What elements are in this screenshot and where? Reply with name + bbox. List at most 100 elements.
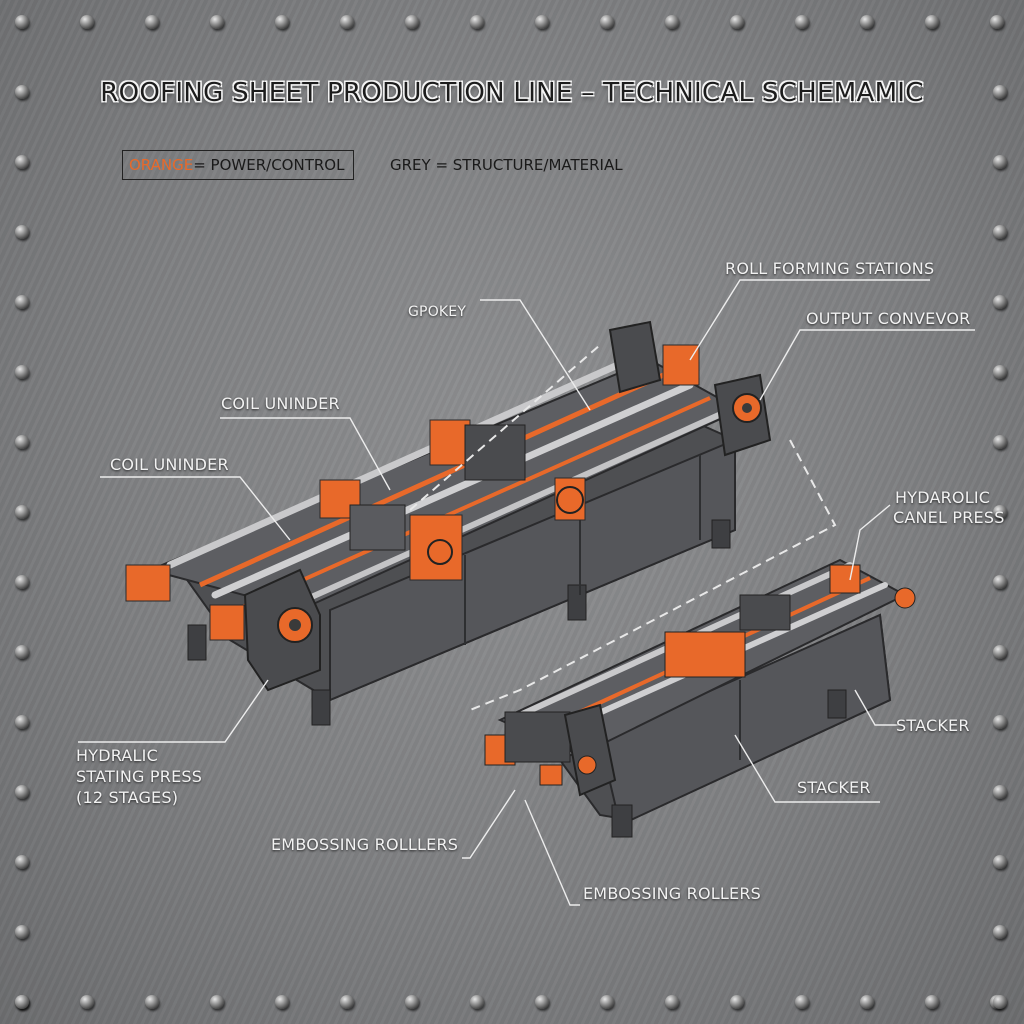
control-block [662, 344, 700, 386]
rivet [275, 15, 289, 29]
rivet [925, 15, 939, 29]
end-stand-top [608, 320, 662, 394]
drive-housing [464, 424, 526, 481]
rivet [993, 575, 1007, 589]
rivet [993, 505, 1007, 519]
rivet [80, 15, 94, 29]
rivet [535, 15, 549, 29]
rivet [15, 785, 29, 799]
main-leg [187, 624, 207, 661]
rivet [80, 995, 94, 1009]
rivet [15, 575, 29, 589]
legend-power-control: ORANGE = POWER/CONTROL [122, 150, 354, 180]
secondary-machine [484, 558, 916, 838]
legend-structure: GREY = STRUCTURE/MATERIAL [390, 156, 623, 174]
rivet [993, 715, 1007, 729]
rivet [15, 855, 29, 869]
flow-path [469, 439, 837, 711]
label-hydraulic-stating-line1: HYDRALIC [76, 746, 158, 765]
rivet [340, 15, 354, 29]
label-stacker-lower: STACKER [797, 778, 871, 797]
rivet [860, 995, 874, 1009]
rivet [665, 15, 679, 29]
main-shaft [166, 351, 644, 569]
legend-orange-text: = POWER/CONTROL [193, 156, 345, 174]
power-line [198, 369, 672, 588]
flow-path [409, 344, 601, 511]
rivet [470, 995, 484, 1009]
rivet [795, 995, 809, 1009]
rivet [15, 995, 29, 1009]
rivet [993, 925, 1007, 939]
rivet [15, 715, 29, 729]
rivet [925, 995, 939, 1009]
rivet [15, 295, 29, 309]
rivet [145, 15, 159, 29]
rivet [470, 15, 484, 29]
rivet [990, 15, 1004, 29]
label-stacker-upper: STACKER [896, 716, 970, 735]
drive-housing [349, 504, 406, 551]
rivet [15, 925, 29, 939]
rivet [15, 505, 29, 519]
drive-housing [739, 594, 791, 631]
rivet [340, 995, 354, 1009]
control-block [539, 764, 563, 786]
main-frame-front [329, 438, 736, 702]
drive-housing [504, 711, 571, 763]
legend-orange-word: ORANGE [129, 156, 194, 174]
control-block [664, 631, 746, 678]
rivet [145, 995, 159, 1009]
label-coil-uninder-upper: COIL UNINDER [221, 394, 340, 413]
rivet [15, 645, 29, 659]
label-hydraulic-canel-line2: CANEL PRESS [893, 508, 1005, 527]
rivet [730, 995, 744, 1009]
label-gpokey: GPOKEY [408, 304, 467, 320]
leader-lines [78, 279, 975, 906]
rivet [730, 15, 744, 29]
label-embossing-rollers-right: EMBOSSING ROLLERS [583, 884, 762, 903]
rivet [535, 995, 549, 1009]
main-shaft [257, 407, 733, 623]
rivet [993, 365, 1007, 379]
rivet [993, 435, 1007, 449]
label-hydraulic-stating-line3: (12 STAGES) [76, 788, 179, 807]
rivet [15, 225, 29, 239]
rivet [15, 15, 29, 29]
bearing-mid [427, 539, 453, 565]
rivet [795, 15, 809, 29]
rivet [993, 295, 1007, 309]
label-embossing-rollers-left: EMBOSSING ROLLLERS [271, 835, 459, 854]
rivet [665, 995, 679, 1009]
rivet [993, 155, 1007, 169]
rivet [993, 225, 1007, 239]
rivet [405, 15, 419, 29]
main-leg [711, 519, 731, 549]
main-leg [311, 689, 331, 726]
rivet [600, 995, 614, 1009]
control-block [125, 564, 171, 602]
main-machine [125, 320, 772, 726]
rivet [15, 85, 29, 99]
rivet [210, 995, 224, 1009]
main-shaft [211, 381, 694, 599]
rivet [15, 155, 29, 169]
label-roll-forming-stations: ROLL FORMING STATIONS [725, 259, 935, 278]
rivet [993, 645, 1007, 659]
rivet [275, 995, 289, 1009]
rivet [405, 995, 419, 1009]
rivet [993, 855, 1007, 869]
power-line [239, 396, 711, 610]
label-hydraulic-stating-line2: STATING PRESS [76, 767, 203, 786]
label-hydraulic-canel-line1: HYDAROLIC [895, 488, 991, 507]
control-block [209, 604, 245, 641]
rivet [993, 85, 1007, 99]
rivet [15, 365, 29, 379]
rivet [860, 15, 874, 29]
label-coil-uninder-lower: COIL UNINDER [110, 455, 229, 474]
control-block [829, 564, 861, 594]
rivet [15, 435, 29, 449]
page-title: ROOFING SHEET PRODUCTION LINE – TECHNICA… [100, 78, 924, 108]
rivet [993, 785, 1007, 799]
